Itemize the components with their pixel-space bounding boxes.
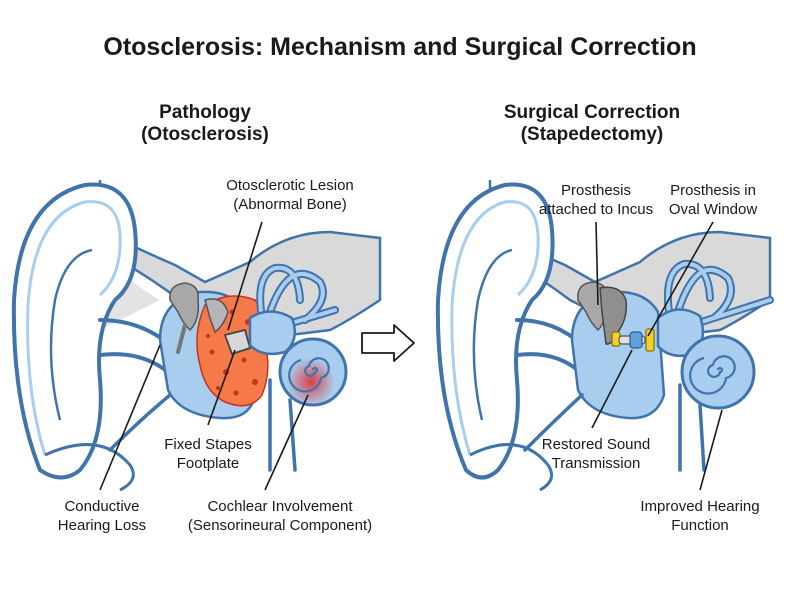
leader-hearing-loss: [99, 344, 161, 491]
left-panel-heading-2: (Otosclerosis): [141, 124, 269, 145]
right-arrow-icon: [361, 324, 415, 362]
label-improved-1: Improved Hearing: [640, 498, 759, 515]
left-fixed-stapes: [223, 328, 252, 356]
right-ear-illustration: [435, 180, 774, 492]
right-cochlea: [680, 334, 756, 410]
label-incus-1: Prosthesis: [561, 182, 631, 199]
label-hearing-loss-2: Hearing Loss: [58, 517, 146, 534]
right-panel-heading-2: (Stapedectomy): [521, 124, 664, 145]
right-pinna: [435, 182, 555, 480]
label-transmission-2: Transmission: [552, 455, 641, 472]
label-oval-window-2: Oval Window: [669, 201, 758, 218]
leader-lesion: [227, 221, 263, 331]
left-pinna: [11, 182, 138, 480]
left-temporal-bone: [98, 180, 382, 337]
label-lesion-1: Otosclerotic Lesion: [226, 177, 354, 194]
leader-incus: [595, 221, 599, 306]
diagram-title: Otosclerosis: Mechanism and Surgical Cor…: [103, 33, 696, 61]
right-panel-heading-1: Surgical Correction: [504, 102, 680, 123]
leader-stapes: [207, 349, 236, 426]
label-transmission-1: Restored Sound: [542, 436, 650, 453]
label-lesion-2: (Abnormal Bone): [233, 196, 346, 213]
label-oval-window-1: Prosthesis in: [670, 182, 756, 199]
label-incus-2: attached to Incus: [539, 201, 653, 218]
leader-transmission: [591, 349, 633, 429]
leader-cochlear: [264, 394, 309, 491]
label-cochlear-2: (Sensorineural Component): [188, 517, 372, 534]
leader-oval-window: [647, 221, 714, 337]
label-cochlear-1: Cochlear Involvement: [207, 498, 353, 515]
label-improved-2: Function: [671, 517, 729, 534]
label-stapes-2: Footplate: [177, 455, 240, 472]
left-ear-illustration: [11, 180, 382, 492]
leader-improved: [699, 409, 723, 491]
label-stapes-1: Fixed Stapes: [164, 436, 252, 453]
left-panel-heading-1: Pathology: [159, 102, 251, 123]
label-hearing-loss-1: Conductive: [64, 498, 139, 515]
